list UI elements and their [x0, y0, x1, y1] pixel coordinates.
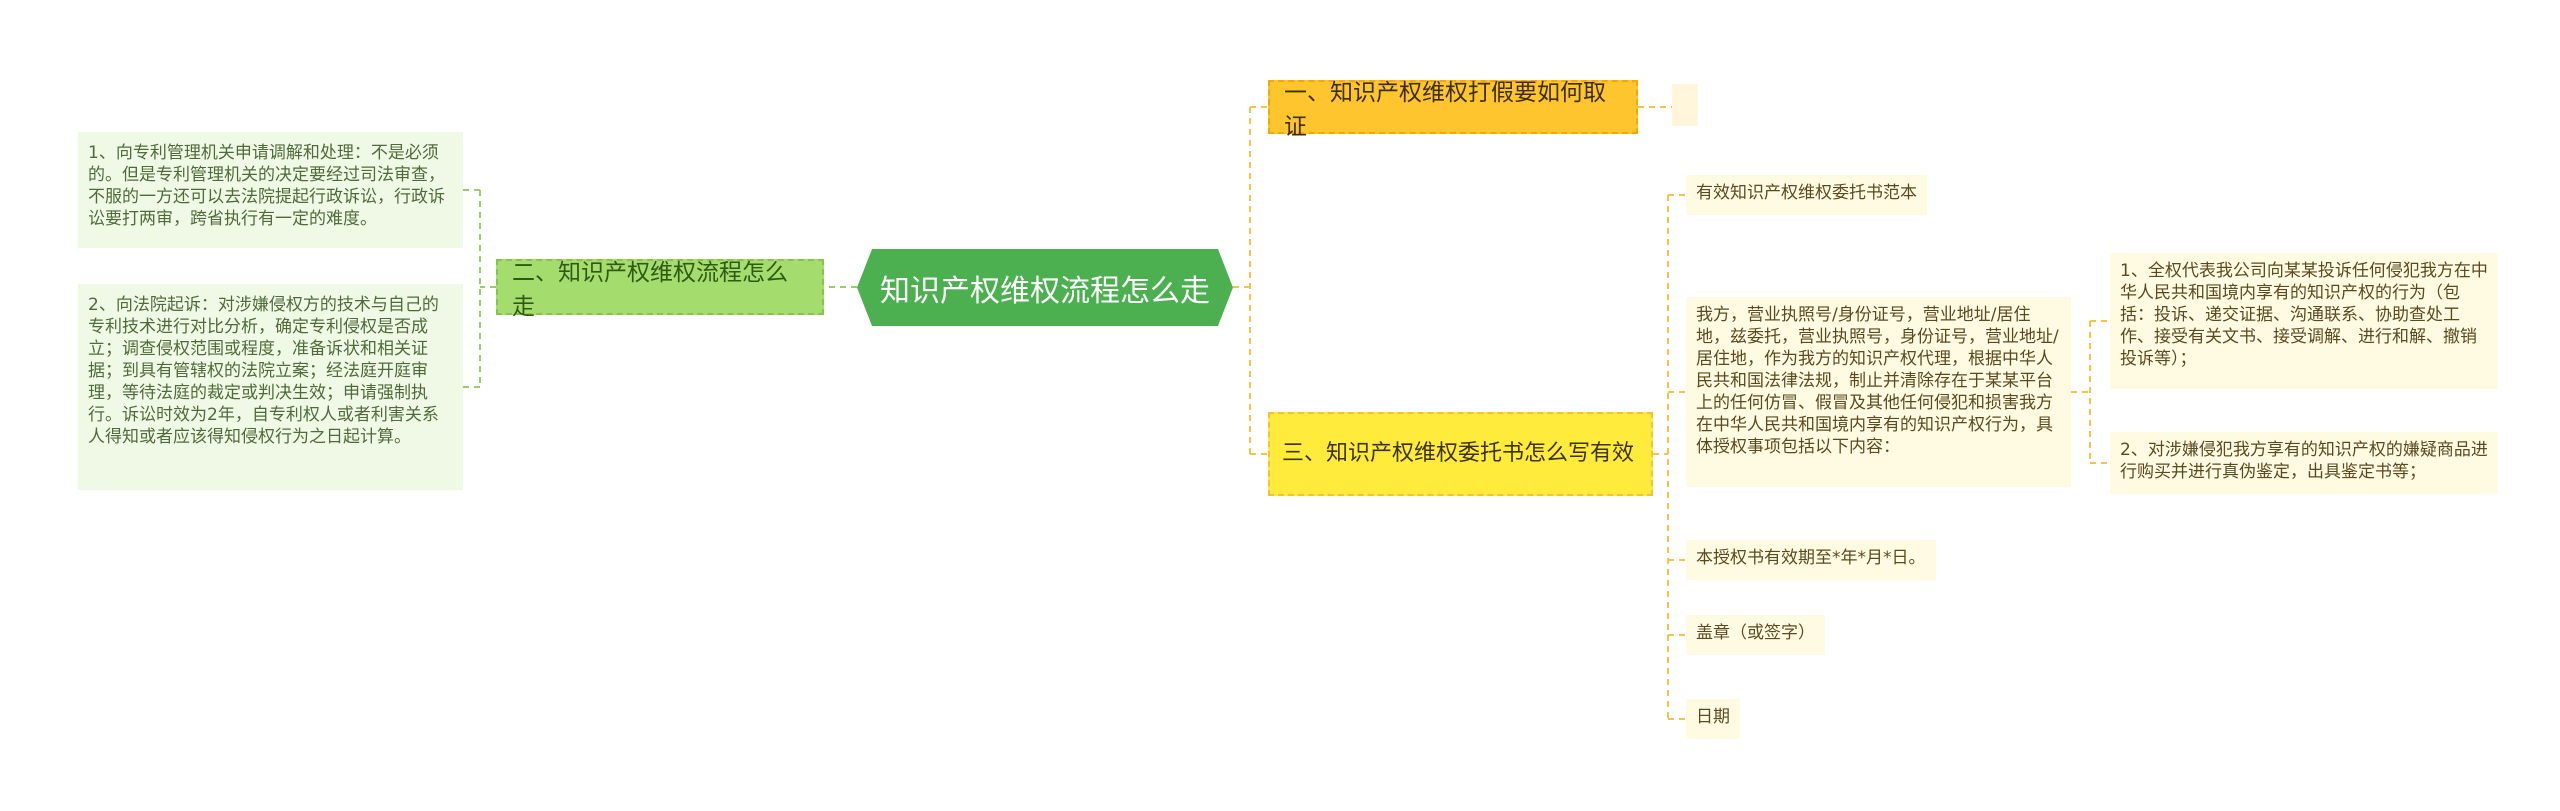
leaf-mediation[interactable]: 1、向专利管理机关申请调解和处理：不是必须的。但是专利管理机关的决定要经过司法审…	[78, 132, 463, 248]
leaf-seal[interactable]: 盖章（或签字）	[1686, 615, 1825, 655]
branch-process[interactable]: 二、知识产权维权流程怎么走	[496, 259, 824, 320]
leaf-lawsuit-text: 2、向法院起诉：对涉嫌侵权方的技术与自己的专利技术进行对比分析，确定专利侵权是否…	[88, 295, 439, 447]
leaf-date-text: 日期	[1696, 707, 1730, 727]
leaf-template-title[interactable]: 有效知识产权维权委托书范本	[1686, 175, 1927, 215]
leaf-item-2[interactable]: 2、对涉嫌侵犯我方享有的知识产权的嫌疑商品进行购买并进行真伪鉴定，出具鉴定书等；	[2110, 432, 2498, 494]
branch-process-label: 二、知识产权维权流程怎么走	[512, 260, 788, 320]
branch-evidence-label: 一、知识产权维权打假要如何取证	[1284, 80, 1606, 140]
leaf-template-body-text: 我方，营业执照号/身份证号，营业地址/居住地，兹委托，营业执照号，身份证号，营业…	[1696, 305, 2059, 457]
leaf-validity-text: 本授权书有效期至*年*月*日。	[1696, 548, 1926, 568]
leaf-item-2-text: 2、对涉嫌侵犯我方享有的知识产权的嫌疑商品进行购买并进行真伪鉴定，出具鉴定书等；	[2120, 440, 2488, 482]
branch-evidence[interactable]: 一、知识产权维权打假要如何取证	[1268, 80, 1638, 140]
leaf-seal-text: 盖章（或签字）	[1696, 623, 1815, 643]
branch-power-of-attorney[interactable]: 三、知识产权维权委托书怎么写有效	[1268, 412, 1653, 496]
leaf-validity[interactable]: 本授权书有效期至*年*月*日。	[1686, 540, 1936, 580]
leaf-item-1[interactable]: 1、全权代表我公司向某某投诉任何侵犯我方在中华人民共和国境内享有的知识产权的行为…	[2110, 253, 2498, 389]
leaf-item-1-text: 1、全权代表我公司向某某投诉任何侵犯我方在中华人民共和国境内享有的知识产权的行为…	[2120, 261, 2488, 369]
leaf-mediation-text: 1、向专利管理机关申请调解和处理：不是必须的。但是专利管理机关的决定要经过司法审…	[88, 143, 445, 229]
leaf-template-title-text: 有效知识产权维权委托书范本	[1696, 183, 1917, 203]
central-topic-label: 知识产权维权流程怎么走	[880, 273, 1210, 309]
central-topic[interactable]: 知识产权维权流程怎么走	[857, 249, 1233, 326]
leaf-lawsuit[interactable]: 2、向法院起诉：对涉嫌侵权方的技术与自己的专利技术进行对比分析，确定专利侵权是否…	[78, 284, 463, 490]
branch-power-of-attorney-label: 三、知识产权维权委托书怎么写有效	[1282, 441, 1635, 466]
collapsed-child-node[interactable]	[1672, 84, 1698, 126]
leaf-template-body[interactable]: 我方，营业执照号/身份证号，营业地址/居住地，兹委托，营业执照号，身份证号，营业…	[1686, 297, 2071, 487]
leaf-date[interactable]: 日期	[1686, 699, 1740, 739]
